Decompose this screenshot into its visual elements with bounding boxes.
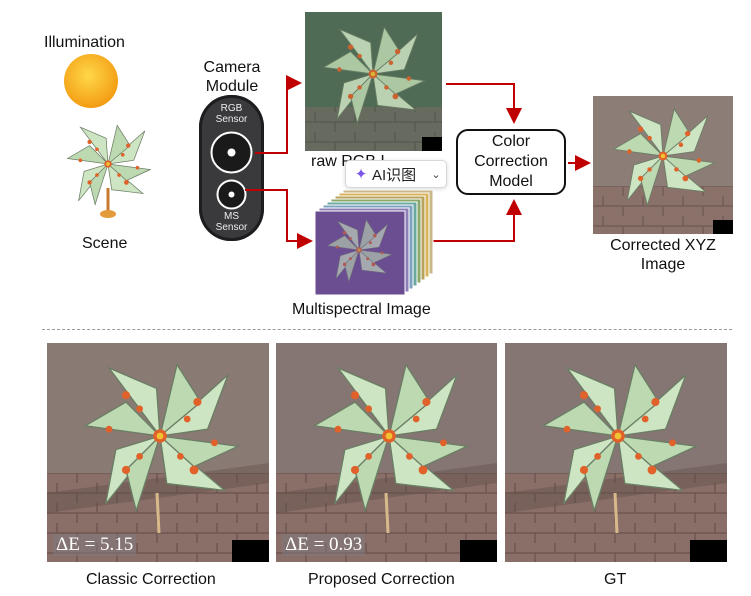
classic-correction-caption: Classic Correction bbox=[86, 571, 216, 588]
arrow-ms-to-ccm bbox=[433, 199, 522, 242]
arrow-rgb-to-raw bbox=[255, 75, 302, 154]
scene-label: Scene bbox=[82, 235, 128, 252]
ai-popup-label: AI识图 bbox=[372, 166, 417, 184]
ms-sensor-label: MS Sensor bbox=[215, 211, 248, 233]
ai-image-recognition-button[interactable]: ✦ AI识图 ⌄ bbox=[345, 160, 447, 188]
multispectral-image-stack bbox=[314, 190, 434, 296]
proposed-correction-caption: Proposed Correction bbox=[308, 571, 455, 588]
proposed-correction-image: ΔE = 0.93 bbox=[276, 343, 497, 562]
raw-rgb-image bbox=[305, 12, 442, 151]
pipeline-arrows bbox=[245, 75, 591, 249]
classic-correction-image: ΔE = 5.15 bbox=[47, 343, 269, 562]
arrow-ms-to-multispectral bbox=[245, 189, 313, 249]
camera-module: RGB Sensor MS Sensor bbox=[199, 95, 264, 241]
proposed-delta-e: ΔE = 0.93 bbox=[282, 534, 366, 556]
sun-icon bbox=[64, 54, 118, 108]
ms-sensor-lens-icon bbox=[216, 179, 247, 210]
corrected-xyz-image bbox=[593, 96, 733, 234]
color-correction-model-box: Color Correction Model bbox=[456, 129, 566, 195]
rgb-sensor-label: RGB Sensor bbox=[215, 103, 248, 125]
illumination-label: Illumination bbox=[44, 34, 125, 51]
rgb-sensor-lens-icon bbox=[210, 131, 253, 174]
chevron-down-icon[interactable]: ⌄ bbox=[431, 168, 441, 181]
scene-pinwheel-illustration bbox=[67, 124, 151, 218]
camera-module-label: Camera Module bbox=[203, 59, 261, 96]
ground-truth-image bbox=[505, 343, 727, 562]
section-divider bbox=[42, 329, 732, 330]
classic-delta-e: ΔE = 5.15 bbox=[53, 534, 137, 556]
sparkle-icon: ✦ bbox=[354, 166, 368, 183]
corrected-xyz-label: Corrected XYZ Image bbox=[610, 237, 716, 274]
multispectral-label: Multispectral Image bbox=[292, 301, 431, 318]
gt-caption: GT bbox=[604, 571, 627, 588]
arrow-raw-to-ccm bbox=[446, 83, 522, 124]
